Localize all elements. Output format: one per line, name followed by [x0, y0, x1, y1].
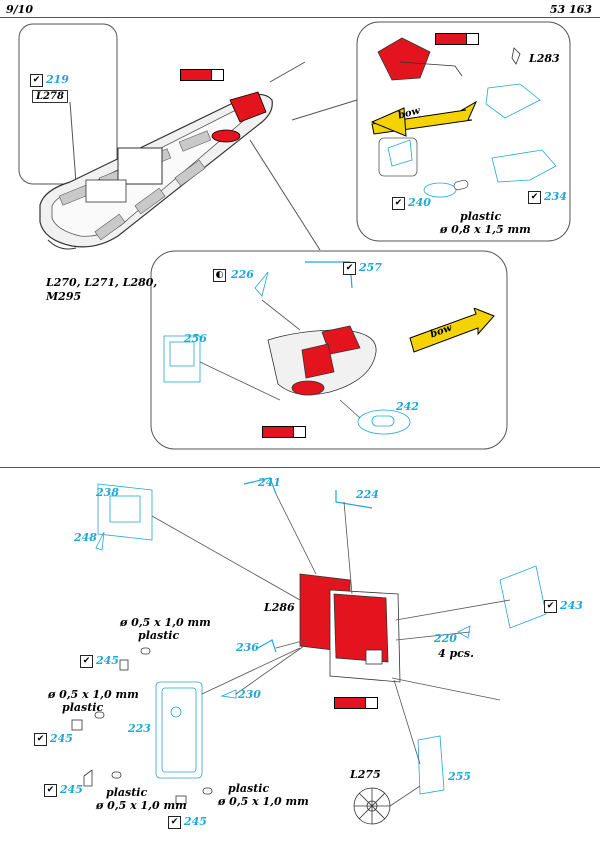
checkbox-243[interactable]: ✔ — [544, 600, 557, 613]
plastic-label-2: plastic — [62, 701, 104, 714]
checkbox-226[interactable]: ◐ — [213, 269, 226, 282]
part-238: 238 — [96, 486, 119, 499]
plastic-label-1: plastic — [138, 629, 180, 642]
part-234: 234 — [544, 190, 567, 203]
ref-l278: L278 — [32, 90, 68, 103]
checkbox-245-d[interactable]: ✔ — [168, 816, 181, 829]
boat-drawing — [39, 91, 273, 250]
part-255: 255 — [448, 770, 471, 783]
plastic-label-top: plastic — [460, 210, 502, 223]
plastic-size-4: ø 0,5 x 1,0 mm — [218, 795, 309, 808]
version-line-2: M295 — [46, 290, 82, 303]
part-256: 256 — [184, 332, 207, 345]
plastic-label-4: plastic — [228, 782, 270, 795]
section-divider — [0, 467, 600, 468]
ref-l286: L286 — [264, 601, 295, 614]
part-243: 243 — [560, 599, 583, 612]
page-number: 9/10 — [6, 3, 33, 16]
inset-frame-left — [18, 23, 118, 185]
inset-frame-right — [356, 21, 571, 242]
part-248: 248 — [74, 531, 97, 544]
lower-assembly-drawing — [71, 477, 547, 825]
paint-swatch-bottom-inset — [262, 426, 306, 438]
paint-swatch-lower — [334, 697, 378, 709]
part-245-b: 245 — [50, 732, 73, 745]
checkbox-240[interactable]: ✔ — [392, 197, 405, 210]
part-223: 223 — [128, 722, 151, 735]
bow-arrow-right — [370, 100, 478, 137]
plastic-size-3: ø 0,5 x 1,0 mm — [96, 799, 187, 812]
part-241: 241 — [258, 476, 281, 489]
version-line-1: L270, L271, L280, — [46, 276, 158, 289]
ref-l275: L275 — [350, 768, 381, 781]
part-224: 224 — [356, 488, 379, 501]
checkbox-257[interactable]: ✔ — [343, 262, 356, 275]
ref-l283: L283 — [529, 52, 560, 65]
set-number: 53 163 — [549, 3, 592, 16]
inset-frame-bottom — [150, 250, 508, 450]
bow-arrow-bottom — [409, 308, 495, 353]
pcs-note: 4 pcs. — [438, 647, 474, 660]
checkbox-245-a[interactable]: ✔ — [80, 655, 93, 668]
checkbox-219[interactable]: ✔ — [30, 74, 43, 87]
part-240: 240 — [408, 196, 431, 209]
checkbox-245-b[interactable]: ✔ — [34, 733, 47, 746]
part-219: 219 — [46, 73, 69, 86]
part-245-a: 245 — [96, 654, 119, 667]
part-226: 226 — [231, 268, 254, 281]
part-230: 230 — [238, 688, 261, 701]
part-257: 257 — [359, 261, 382, 274]
checkbox-234[interactable]: ✔ — [528, 191, 541, 204]
paint-swatch-top — [180, 69, 224, 81]
plastic-size-1: ø 0,5 x 1,0 mm — [120, 616, 211, 629]
part-220: 220 — [434, 632, 457, 645]
paint-swatch-right — [435, 33, 479, 45]
header-rule — [0, 17, 600, 18]
part-245-c: 245 — [60, 783, 83, 796]
plastic-size-top: ø 0,8 x 1,5 mm — [440, 223, 531, 236]
inset-right-drawing — [377, 37, 557, 198]
inset-bottom-drawing — [163, 261, 411, 435]
plastic-label-3: plastic — [106, 786, 148, 799]
part-242: 242 — [396, 400, 419, 413]
plastic-size-2: ø 0,5 x 1,0 mm — [48, 688, 139, 701]
part-236: 236 — [236, 641, 259, 654]
part-245-d: 245 — [184, 815, 207, 828]
checkbox-245-c[interactable]: ✔ — [44, 784, 57, 797]
